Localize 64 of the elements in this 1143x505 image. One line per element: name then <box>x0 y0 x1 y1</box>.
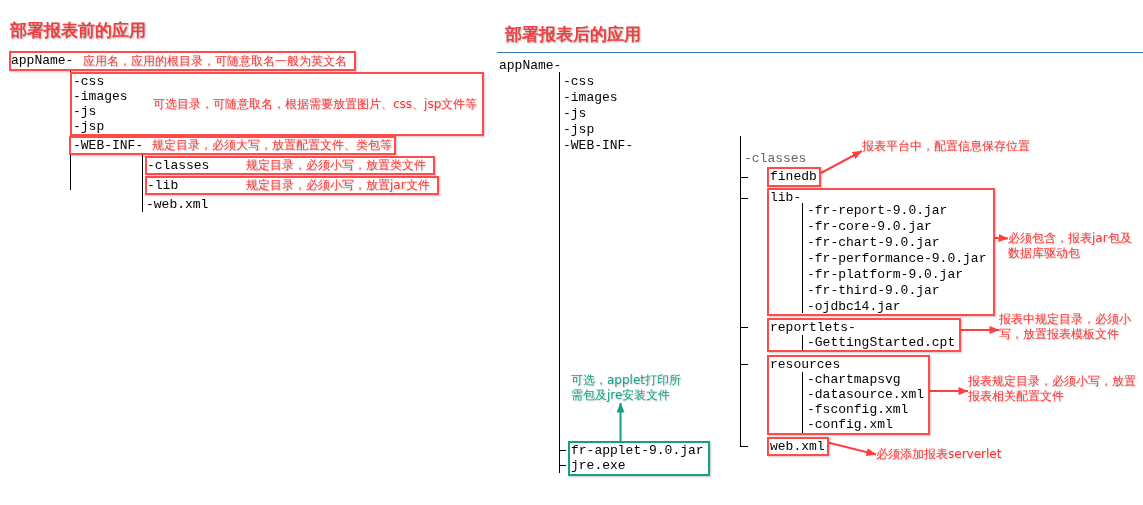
tree-entry: -fr-performance-9.0.jar <box>807 251 987 266</box>
note-text: 可选，applet打印所需包及jre安装文件 <box>571 373 687 403</box>
highlight-box <box>69 136 396 155</box>
highlight-box <box>145 156 435 175</box>
section-heading: 部署报表后的应用 <box>505 24 641 44</box>
highlight-box <box>9 51 356 71</box>
note-text: 规定目录，必须小写，放置jar文件 <box>246 178 430 193</box>
highlight-box <box>767 355 930 435</box>
tree-entry: jre.exe <box>571 458 626 473</box>
arrow <box>929 387 969 396</box>
note-text: 可选目录，可随意取名，根据需要放置图片、css、jsp文件等 <box>153 97 478 112</box>
note-text: 应用名，应用的根目录，可随意取名一般为英文名 <box>83 54 347 69</box>
highlight-box <box>767 188 995 316</box>
section-heading: 部署报表前的应用 <box>10 20 146 40</box>
tree-entry: fr-applet-9.0.jar <box>571 443 704 458</box>
note-text: 必须包含，报表jar包及数据库驱动包 <box>1008 231 1138 261</box>
arrow <box>820 150 863 174</box>
tree-entry: -jsp <box>563 122 595 137</box>
tree-entry: -fr-chart-9.0.jar <box>807 235 940 250</box>
note-text: 报表平台中，配置信息保存位置 <box>862 139 1030 154</box>
tree-entry: -GettingStarted.cpt <box>807 335 956 350</box>
note-text: 必须添加报表serverlet <box>876 447 1002 462</box>
arrow <box>616 402 625 442</box>
highlight-box <box>568 441 710 476</box>
tree-entry: -js <box>563 106 587 121</box>
tree-entry: -images <box>73 89 128 104</box>
tree-entry: -fr-platform-9.0.jar <box>807 267 964 282</box>
tree-entry: resources <box>770 357 841 372</box>
tree-entry: -config.xml <box>807 417 893 432</box>
tree-entry: -css <box>563 74 595 89</box>
arrow <box>994 234 1009 243</box>
note-text: 报表中规定目录，必须小写，放置报表模板文件 <box>999 312 1139 342</box>
tree-entry: reportlets- <box>770 320 856 335</box>
tree-entry: -fr-third-9.0.jar <box>807 283 940 298</box>
highlight-box <box>767 437 829 456</box>
tree-entry: -images <box>563 90 618 105</box>
tree-entry: -WEB-INF- <box>563 138 634 153</box>
highlight-box <box>70 72 484 136</box>
tree-entry: finedb <box>770 169 817 184</box>
tree-entry: -web.xml <box>146 197 209 212</box>
tree-entry: appName- <box>11 53 74 68</box>
note-text: 规定目录，必须大写，放置配置文件、类包等 <box>152 138 392 153</box>
tree-entry: -datasource.xml <box>807 387 925 402</box>
tree-entry: -ojdbc14.jar <box>807 299 901 314</box>
note-text: 报表规定目录，必须小写，放置报表相关配置文件 <box>968 374 1140 404</box>
tree-entry: -fr-core-9.0.jar <box>807 219 932 234</box>
arrow <box>828 441 877 457</box>
highlight-box <box>145 176 439 195</box>
tree-entry: web.xml <box>770 439 825 454</box>
tree-entry: lib- <box>770 190 802 205</box>
tree-entry: -jsp <box>73 119 105 134</box>
arrow <box>960 326 1000 334</box>
tree-entry: -chartmapsvg <box>807 372 901 387</box>
tree-entry: -css <box>73 74 105 89</box>
tree-entry: -fr-report-9.0.jar <box>807 203 948 218</box>
tree-entry: -lib <box>147 178 179 193</box>
tree-entry: -WEB-INF- <box>73 138 144 153</box>
tree-entry: -fsconfig.xml <box>807 402 909 417</box>
tree-entry: appName- <box>499 58 562 73</box>
highlight-box <box>767 318 961 352</box>
tree-entry: -classes <box>147 158 210 173</box>
tree-entry: -classes <box>744 151 807 166</box>
note-text: 规定目录，必须小写，放置类文件 <box>246 158 426 173</box>
tree-entry: -js <box>73 104 97 119</box>
